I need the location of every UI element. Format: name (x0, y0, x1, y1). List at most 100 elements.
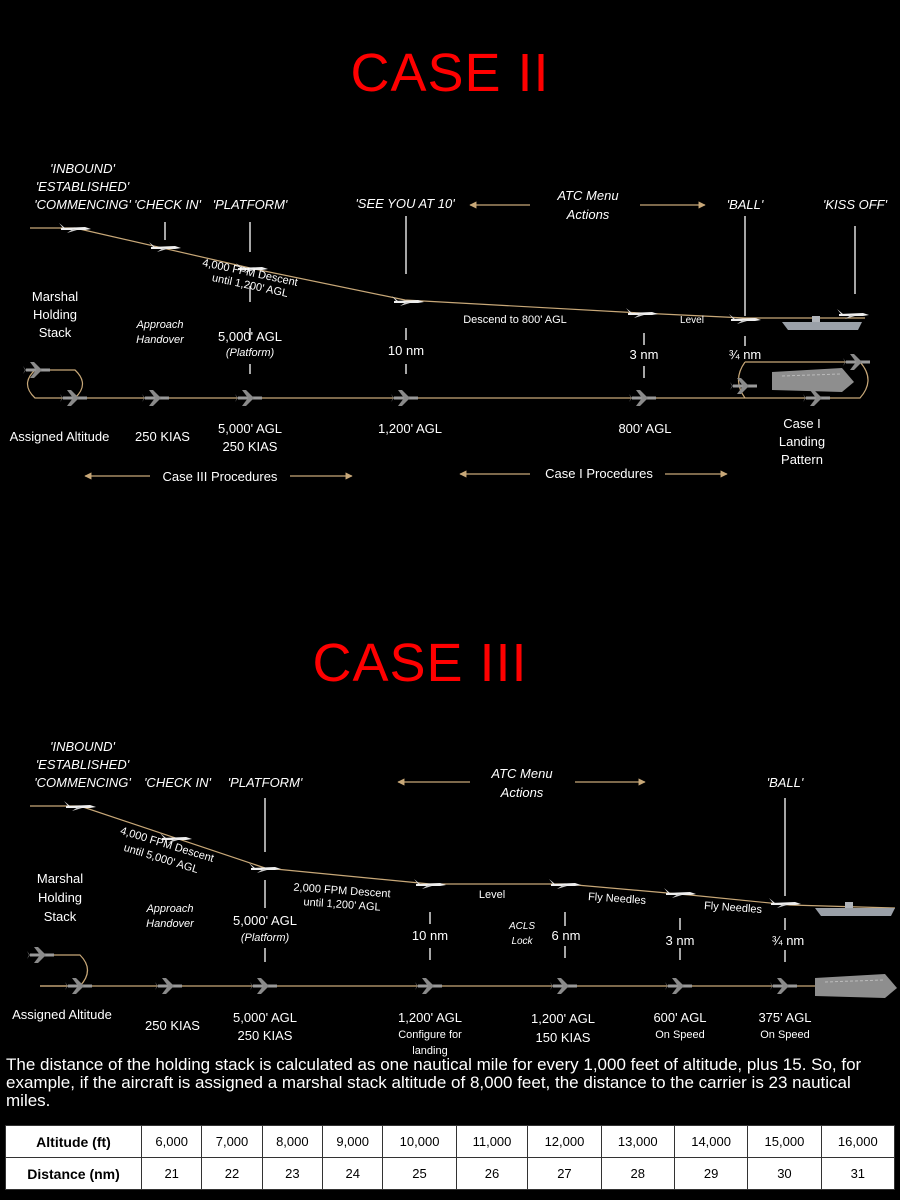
case3-configure-1: Configure for (398, 1029, 462, 1041)
case3-dist-10: 10 nm (411, 928, 449, 943)
table-cell: 9,000 (322, 1125, 384, 1158)
case2-kias-250: 250 KIAS (135, 429, 190, 444)
case2-marshal-1: Marshal (31, 289, 79, 304)
table-cell: 30 (747, 1157, 822, 1190)
case2-atc-actions: Actions (566, 207, 610, 222)
table-cell: 11,000 (455, 1125, 529, 1158)
case2-dist-3: 3 nm (629, 347, 659, 362)
case2-call-commencing: 'COMMENCING' (34, 197, 131, 212)
case3-dist-6: 6 nm (551, 928, 581, 943)
case3-kias-150: 150 KIAS (535, 1030, 591, 1045)
case2-dist-10: 10 nm (387, 343, 425, 358)
table-cell: 24 (322, 1157, 384, 1190)
case2-call-see-you: 'SEE YOU AT 10' (355, 196, 455, 211)
case3-atc-actions: Actions (500, 785, 544, 800)
table-cell: 8,000 (261, 1125, 324, 1158)
case2-atc-arrows (84, 201, 728, 480)
case3-call-established: 'ESTABLISHED' (35, 757, 130, 772)
case2-marshal-3: Stack (38, 325, 72, 340)
table-cell: 15,000 (747, 1125, 822, 1158)
case2-pattern-3: Pattern (781, 452, 823, 467)
table-cell: 7,000 (201, 1125, 263, 1158)
distance-header: Distance (nm) (5, 1157, 142, 1190)
case3-assigned-altitude: Assigned Altitude (12, 1007, 112, 1022)
case3-approach-1: Approach (146, 903, 194, 915)
case3-alt-600: 600' AGL (653, 1010, 707, 1025)
case3-title: CASE III (312, 633, 528, 693)
table-cell: 14,000 (673, 1125, 749, 1158)
table-cell: 27 (527, 1157, 602, 1190)
case2-call-check-in: 'CHECK IN' (133, 197, 202, 212)
case2-platform-paren: (Platform) (225, 347, 275, 359)
case2-alt-5000-kias: 250 KIAS (222, 439, 278, 454)
case2-call-ball: 'BALL' (726, 197, 764, 212)
case3-marshal-1: Marshal (36, 871, 84, 886)
table-cell: 21 (140, 1157, 203, 1190)
case2-descend-800: Descend to 800' AGL (463, 314, 567, 326)
case2-case1-procedures: Case I Procedures (545, 466, 653, 481)
case3-call-commencing: 'COMMENCING' (34, 775, 131, 790)
case3-call-check-in: 'CHECK IN' (143, 775, 212, 790)
distance-table: Altitude (ft) 6,000 7,000 8,000 9,000 10… (5, 1125, 896, 1190)
table-cell: 6,000 (140, 1125, 203, 1158)
case3-dist-34: ¾ nm (771, 933, 805, 948)
table-cell: 26 (455, 1157, 529, 1190)
table-cell: 10,000 (382, 1125, 457, 1158)
case3-on-speed-1: On Speed (655, 1029, 705, 1041)
table-cell: 28 (600, 1157, 675, 1190)
case3-tick-lines (264, 798, 786, 962)
table-cell: 25 (382, 1157, 457, 1190)
case2-call-platform: 'PLATFORM' (212, 197, 288, 212)
case3-platform-alt: 5,000' AGL (233, 913, 297, 928)
case2-pattern-2: Landing (778, 434, 826, 449)
case3-kias-250: 250 KIAS (145, 1018, 200, 1033)
case2-flight-path (30, 227, 865, 319)
case2-tick-lines (164, 216, 856, 378)
table-cell: 13,000 (600, 1125, 675, 1158)
table-row-altitude: Altitude (ft) 6,000 7,000 8,000 9,000 10… (5, 1125, 896, 1158)
case2-call-inbound: 'INBOUND' (50, 161, 115, 176)
case3-call-ball: 'BALL' (766, 775, 804, 790)
case3-aircraft-top (25, 945, 898, 999)
case3-on-speed-2: On Speed (760, 1029, 810, 1041)
case3-call-inbound: 'INBOUND' (50, 739, 115, 754)
case2-dist-34: ¾ nm (728, 347, 762, 362)
case2-pattern-1: Case I (783, 416, 821, 431)
case2-approach-2: Handover (136, 334, 184, 346)
case3-marshal-3: Stack (43, 909, 77, 924)
case3-alt-5000-kias: 250 KIAS (237, 1028, 293, 1043)
case3-atc-menu: ATC Menu (491, 766, 553, 781)
table-cell: 12,000 (527, 1125, 602, 1158)
case3-alt-375: 375' AGL (758, 1010, 812, 1025)
table-cell: 22 (201, 1157, 263, 1190)
case2-approach-1: Approach (136, 319, 184, 331)
table-row-distance: Distance (nm) 21 22 23 24 25 26 27 28 29… (5, 1157, 896, 1190)
case2-call-kiss-off: 'KISS OFF' (822, 197, 888, 212)
case3-alt-5000: 5,000' AGL (233, 1010, 297, 1025)
table-cell: 29 (673, 1157, 749, 1190)
case3-platform-paren: (Platform) (240, 932, 290, 944)
case3-dist-3: 3 nm (665, 933, 695, 948)
case3-alt-1200-b: 1,200' AGL (531, 1011, 595, 1026)
explanation-text: The distance of the holding stack is cal… (6, 1055, 862, 1110)
case2-alt-5000: 5,000' AGL (218, 421, 282, 436)
case3-acls-1: ACLS (508, 921, 536, 932)
case2-platform-alt: 5,000' AGL (218, 329, 282, 344)
case3-marshal-2: Holding (37, 890, 83, 905)
case3-configure-2: landing (412, 1045, 448, 1057)
case2-marshal-2: Holding (32, 307, 78, 322)
case2-assigned-altitude: Assigned Altitude (9, 429, 110, 444)
case2-title: CASE II (350, 43, 550, 103)
table-cell: 16,000 (820, 1125, 896, 1158)
case3-level: Level (478, 889, 506, 901)
case3-call-platform: 'PLATFORM' (227, 775, 303, 790)
case2-atc-menu: ATC Menu (557, 188, 619, 203)
case2-alt-1200: 1,200' AGL (378, 421, 442, 436)
altitude-header: Altitude (ft) (5, 1125, 142, 1158)
case3-acls-2: Lock (511, 936, 533, 947)
case2-call-established: 'ESTABLISHED' (35, 179, 130, 194)
case3-approach-2: Handover (146, 918, 194, 930)
case2-level: Level (680, 315, 704, 326)
case3-alt-1200-a: 1,200' AGL (398, 1010, 462, 1025)
